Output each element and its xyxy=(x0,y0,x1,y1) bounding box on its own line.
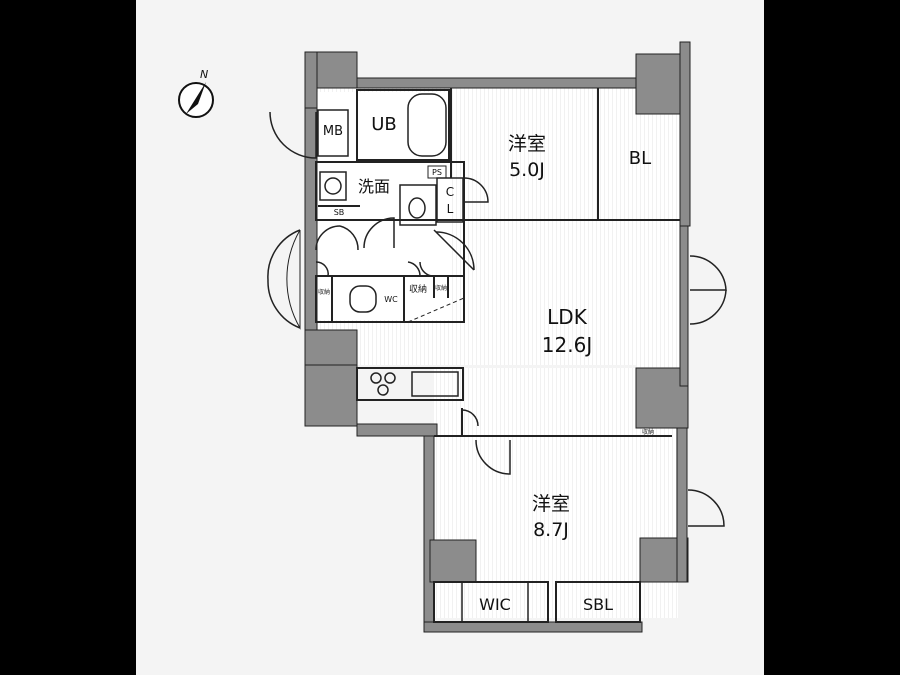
north-compass-icon: N xyxy=(178,68,214,118)
washroom-label: 洗面 xyxy=(358,177,390,196)
closet-c-label: C xyxy=(446,185,454,199)
ub-label: UB xyxy=(371,114,397,135)
bl-label: BL xyxy=(629,148,651,169)
wc-label: WC xyxy=(384,295,398,304)
sbl-label: SBL xyxy=(583,595,613,614)
western-room-2-size: 8.7J xyxy=(533,519,569,541)
partitions xyxy=(315,88,680,623)
ldk-name: LDK xyxy=(547,305,588,329)
storage-small-left-label: 収納 xyxy=(318,288,330,296)
ldk-size: 12.6J xyxy=(542,333,592,357)
mb-label: MB xyxy=(323,124,343,139)
ps-label: PS xyxy=(432,168,442,177)
closet-l-label: L xyxy=(447,202,454,216)
storage-small-right-label: 収納 xyxy=(435,284,447,292)
walls xyxy=(304,41,691,633)
compass-label: N xyxy=(200,68,208,81)
storage-label: 収納 xyxy=(409,283,427,295)
wic-label: WIC xyxy=(479,595,511,614)
western-room-1-name: 洋室 xyxy=(508,133,546,155)
doors xyxy=(267,111,727,527)
western-room-2-name: 洋室 xyxy=(532,493,570,515)
storage-small-bottom-label: 収納 xyxy=(642,428,654,436)
western-room-1-size: 5.0J xyxy=(509,159,545,181)
room-labels: 洋室 5.0J LDK 12.6J 洋室 8.7J MB UB 洗面 BL PS… xyxy=(318,114,654,614)
sb-label: SB xyxy=(334,208,345,217)
